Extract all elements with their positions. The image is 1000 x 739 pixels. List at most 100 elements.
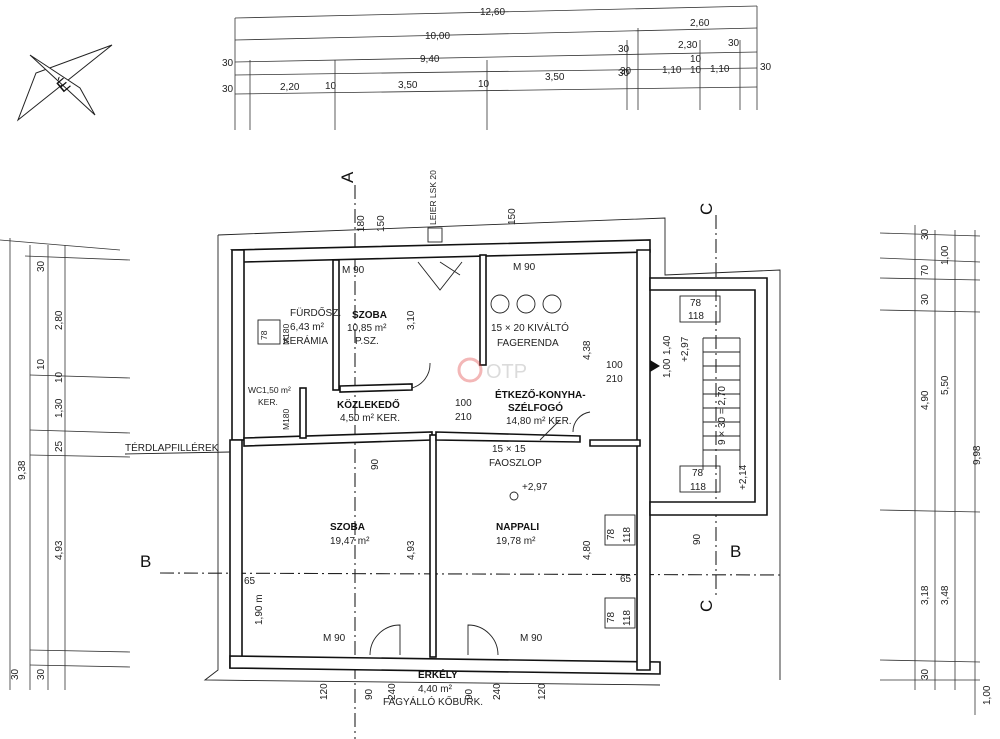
room-wc-area: 1,50 m² bbox=[262, 385, 291, 395]
note-fagerenda: FAGERENDA bbox=[497, 338, 559, 349]
walls bbox=[229, 239, 661, 675]
right-dimensions: 30 70 1,00 30 4,90 5,50 9,98 3,18 3,48 3… bbox=[879, 225, 993, 715]
dim-10-a: 10 bbox=[690, 54, 702, 65]
win-118-d: 118 bbox=[622, 610, 633, 626]
section-lines: A B B C C bbox=[140, 171, 781, 739]
dim-30-b: 30 bbox=[618, 44, 630, 55]
note-leier: LEIER LSK 20 bbox=[428, 170, 438, 225]
win-118-b: 118 bbox=[690, 482, 706, 493]
dim-left-10: 10 bbox=[54, 371, 65, 383]
beam-circles bbox=[490, 294, 562, 314]
dim-right-1-00: 1,00 bbox=[940, 245, 951, 265]
note-m180-a: M180 bbox=[281, 323, 291, 345]
win-78-e: 78 bbox=[259, 330, 269, 340]
dim-10-b: 10 bbox=[690, 65, 702, 76]
dim-left-10b: 10 bbox=[36, 358, 47, 370]
dim-left-9-38: 9,38 bbox=[17, 460, 28, 480]
note-terdlap: TÉRDLAPFILLÉREK bbox=[125, 441, 219, 454]
dim-9-40: 9,40 bbox=[420, 54, 440, 65]
eave-outline bbox=[217, 217, 781, 680]
section-b-left-label: B bbox=[140, 552, 151, 571]
note-m90-a: M 90 bbox=[513, 262, 536, 273]
room-furdo-name: FÜRDŐSZ. bbox=[290, 305, 341, 319]
dim-left-4-93: 4,93 bbox=[54, 540, 65, 560]
left-dimensions: 9,38 30 2,80 10 1,30 25 10 4,93 30 30 bbox=[0, 238, 131, 690]
dim-4-38: 4,38 bbox=[582, 340, 593, 360]
room-nappali-area: 19,78 m² bbox=[496, 536, 536, 547]
room-erkely-floor: FAGYÁLLÓ KŐBURK. bbox=[383, 694, 483, 708]
dim-left-30: 30 bbox=[36, 260, 47, 272]
room-wc-floor: KER. bbox=[258, 397, 278, 407]
section-a-label: A bbox=[338, 171, 357, 183]
dim-1-90: 1,90 m bbox=[254, 594, 265, 625]
room-szoba1-area: 10,85 m² bbox=[347, 323, 387, 334]
level-297-b: +2,97 bbox=[680, 336, 691, 362]
room-etkezo-name: ÉTKEZŐ-KONYHA- bbox=[495, 388, 586, 401]
room-szoba2-name: SZOBA bbox=[330, 522, 365, 533]
win-78-d: 78 bbox=[606, 611, 617, 623]
interior-dimensions: 4,38 3,10 4,93 4,80 1,90 m 65 65 120 120… bbox=[244, 208, 703, 700]
room-furdo-floor: KERÁMIA bbox=[283, 334, 328, 347]
note-door-h: 210 bbox=[455, 412, 472, 423]
section-b-right-label: B bbox=[730, 542, 741, 561]
dim-30-g: 30 bbox=[618, 68, 630, 79]
dim-90-b: 90 bbox=[464, 688, 475, 700]
dim-2-20: 2,20 bbox=[280, 82, 300, 93]
note-door-w: 100 bbox=[455, 398, 472, 409]
dim-240-a: 240 bbox=[387, 683, 398, 700]
dim-right-70: 70 bbox=[920, 264, 931, 276]
note-m90-d: M 90 bbox=[520, 633, 543, 644]
dim-right-30c: 30 bbox=[920, 668, 931, 680]
win-78-b: 78 bbox=[692, 468, 704, 479]
dim-left-30b: 30 bbox=[10, 668, 21, 680]
win-118-c: 118 bbox=[622, 527, 633, 543]
dim-4-80: 4,80 bbox=[582, 540, 593, 560]
dim-3-50-a: 3,50 bbox=[398, 80, 418, 91]
dim-12-60: 12,60 bbox=[480, 7, 505, 18]
note-door-w2: 100 bbox=[606, 360, 623, 371]
note-faoszlop: FAOSZLOP bbox=[489, 458, 542, 469]
stair-label: 9 × 30 = 2,70 bbox=[717, 386, 728, 445]
note-m90-b: M 90 bbox=[342, 265, 365, 276]
stair-block: 9 × 30 = 2,70 78 118 78 118 +2,97 +2,14 … bbox=[649, 277, 768, 516]
dim-1-10-b: 1,10 bbox=[710, 64, 730, 75]
section-c-bottom-label: C bbox=[697, 600, 716, 612]
room-kozlekedo-area: 4,50 m² KER. bbox=[340, 413, 400, 424]
dim-left-2-80: 2,80 bbox=[54, 310, 65, 330]
room-kozlekedo-name: KÖZLEKEDŐ bbox=[337, 398, 400, 411]
note-door-h2: 210 bbox=[606, 374, 623, 385]
room-nappali-name: NAPPALI bbox=[496, 522, 539, 533]
north-compass-icon: É bbox=[16, 44, 113, 122]
dim-30-f: 30 bbox=[222, 84, 234, 95]
dim-90-c: 90 bbox=[370, 458, 381, 470]
room-furdo-area: 6,43 m² bbox=[290, 322, 325, 333]
dim-10-d: 10 bbox=[478, 79, 490, 90]
dim-4-93-int: 4,93 bbox=[406, 540, 417, 560]
note-m180-b: M180 bbox=[281, 408, 291, 430]
level-214: +2,14 bbox=[738, 464, 749, 490]
dim-right-4-90: 4,90 bbox=[920, 390, 931, 410]
note-faoszlop-dim: 15 × 15 bbox=[492, 444, 526, 455]
win-78-c: 78 bbox=[606, 528, 617, 540]
dim-30-c: 30 bbox=[728, 38, 740, 49]
level-marker-icon bbox=[509, 491, 519, 501]
dim-90-a: 90 bbox=[364, 688, 375, 700]
dim-1-40: 1,40 bbox=[662, 335, 673, 355]
dim-3-10: 3,10 bbox=[406, 310, 417, 330]
section-c-top-label: C bbox=[697, 203, 716, 215]
room-szoba2-area: 19,47 m² bbox=[330, 536, 370, 547]
dim-right-30: 30 bbox=[920, 228, 931, 240]
window-markers: 78 118 78 118 78 bbox=[257, 319, 636, 629]
room-szoba1-name: SZOBA bbox=[352, 310, 387, 321]
dim-120-a: 120 bbox=[319, 683, 330, 700]
dim-right-5-50: 5,50 bbox=[940, 375, 951, 395]
dim-30-e: 30 bbox=[760, 62, 772, 73]
notes: LEIER LSK 20 15 × 20 KIVÁLTÓ FAGERENDA 1… bbox=[124, 170, 623, 644]
watermark-text: OTP bbox=[486, 361, 527, 383]
dim-1-10-a: 1,10 bbox=[662, 65, 682, 76]
room-labels: FÜRDŐSZ. 6,43 m² KERÁMIA SZOBA 10,85 m² … bbox=[248, 305, 586, 708]
level-297-a: +2,97 bbox=[522, 482, 548, 493]
room-etkezo-name2: SZÉLFOGÓ bbox=[508, 401, 563, 414]
